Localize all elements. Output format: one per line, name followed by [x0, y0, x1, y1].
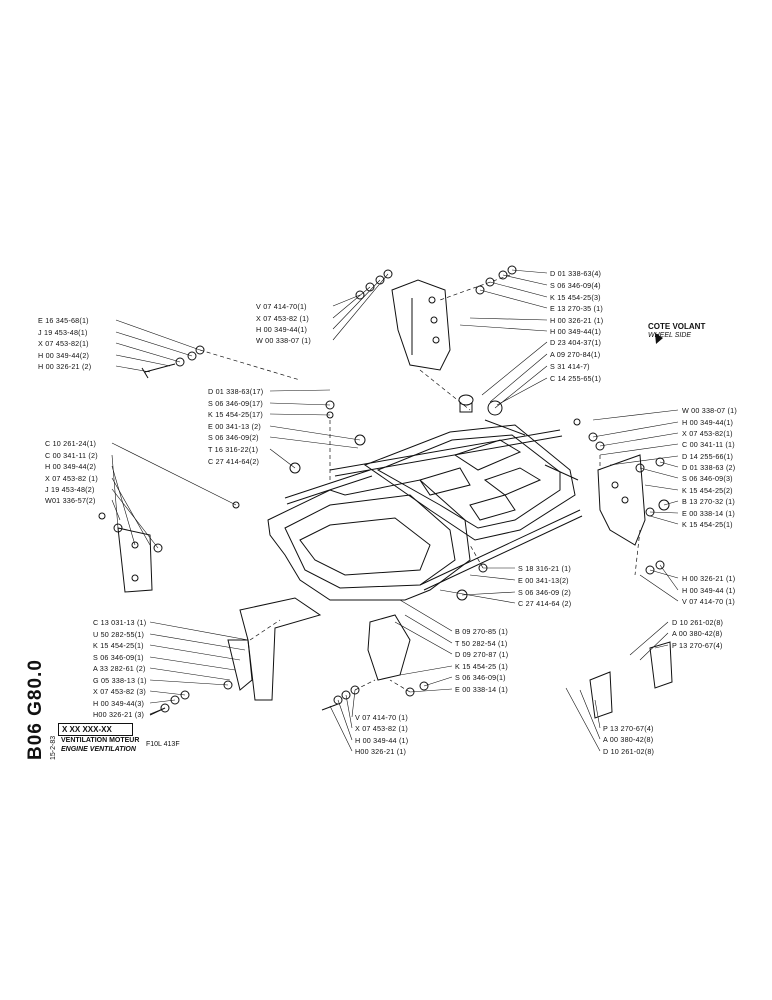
part-label: E 00 338-14 (1): [682, 509, 735, 518]
part-label: B 09 270-85 (1): [455, 627, 508, 636]
model-number: F10L 413F: [146, 741, 180, 748]
part-label: C 14 255-65(1): [550, 374, 602, 383]
part-label: S 06 346-09(2): [208, 433, 259, 442]
part-label: E 16 345-68(1): [38, 316, 89, 325]
part-label: D 10 261-02(8): [672, 618, 724, 627]
part-label: D 14 255-66(1): [682, 452, 734, 461]
part-label: H 00 349-44(3): [93, 699, 145, 708]
part-label: S 18 316-21 (1): [518, 564, 571, 573]
part-label: H 00 326-21 (1): [682, 574, 736, 583]
part-label: H 00 349-44(2): [38, 351, 90, 360]
part-label: S 06 346-09(1): [93, 653, 144, 662]
part-label: X 07 453-82 (1): [355, 724, 408, 733]
part-label: X 07 453-82 (3): [93, 687, 146, 696]
part-label: J 19 453-48(1): [38, 328, 88, 337]
part-label: V 07 414-70(1): [256, 302, 307, 311]
part-label: K 15 454-25(17): [208, 410, 263, 419]
part-label: D 10 261-02(8): [603, 747, 655, 756]
part-label: C 00 341-11 (2): [45, 451, 98, 460]
part-label: X 07 453-82 (1): [256, 314, 309, 323]
part-label: A 33 282-61 (2): [93, 664, 146, 673]
part-label: H 00 326-21 (1): [550, 316, 604, 325]
part-label: U 50 282-55(1): [93, 630, 145, 639]
sheet-code: B06 G80.0: [25, 659, 46, 760]
part-label: C 27 414-64(2): [208, 457, 260, 466]
part-label: H 00 349-44(2): [45, 462, 97, 471]
part-label: S 06 346-09(4): [550, 281, 601, 290]
title-french: VENTILATION MOTEUR: [61, 737, 140, 744]
part-label: E 00 341-13(2): [518, 576, 569, 585]
part-label: C 00 341-11 (1): [682, 440, 735, 449]
part-label: P 13 270-67(4): [672, 641, 723, 650]
part-label: V 07 414-70 (1): [682, 597, 735, 606]
part-label: G 05 338-13 (1): [93, 676, 147, 685]
part-label: H 00 349-44(1): [550, 327, 602, 336]
part-label: D 01 338-63(17): [208, 387, 264, 396]
title-english: ENGINE VENTILATION: [61, 746, 136, 753]
part-label: T 50 282-54 (1): [455, 639, 508, 648]
part-label: J 19 453-48(2): [45, 485, 95, 494]
part-label: V 07 414-70 (1): [355, 713, 408, 722]
part-label: P 13 270-67(4): [603, 724, 654, 733]
part-label: C 27 414-64 (2): [518, 599, 572, 608]
part-label: E 13 270-35 (1): [550, 304, 603, 313]
part-label: S 06 346-09(1): [455, 673, 506, 682]
part-label: K 15 454-25(1): [93, 641, 144, 650]
part-label: D 01 338-63 (2): [682, 463, 736, 472]
part-label: K 15 454-25(2): [682, 486, 733, 495]
part-label: D 01 338-63(4): [550, 269, 602, 278]
part-label: H00 326-21 (1): [355, 747, 407, 756]
part-label: A 00 380-42(8): [603, 735, 654, 744]
part-label: H 00 349-44 (1): [355, 736, 409, 745]
part-label: K 15 454-25 (1): [455, 662, 508, 671]
part-label: S 06 346-09(17): [208, 399, 263, 408]
part-label: A 00 380-42(8): [672, 629, 723, 638]
part-label: W 00 338-07 (1): [256, 336, 311, 345]
part-label: X 07 453-82(1): [38, 339, 89, 348]
part-label: K 15 454-25(3): [550, 293, 601, 302]
part-label: T 16 316-22(1): [208, 445, 259, 454]
part-label: A 09 270-84(1): [550, 350, 601, 359]
part-label: D 09 270-87 (1): [455, 650, 509, 659]
part-label: H 00 349-44 (1): [682, 586, 736, 595]
part-label: S 06 346-09(3): [682, 474, 733, 483]
part-label: H 00 349-44(1): [682, 418, 734, 427]
part-label: S 06 346-09 (2): [518, 588, 571, 597]
part-label: W01 336-57(2): [45, 496, 96, 505]
part-label: H 00 349-44(1): [256, 325, 308, 334]
part-label: S 31 414-7): [550, 362, 590, 371]
part-label: H 00 326-21 (2): [38, 362, 92, 371]
part-label: D 23 404-37(1): [550, 338, 602, 347]
part-label: C 13 031-13 (1): [93, 618, 147, 627]
part-label: X 07 453-82 (1): [45, 474, 98, 483]
part-label: K 15 454-25(1): [682, 520, 733, 529]
title-block: X XX XXX-XX VENTILATION MOTEUR ENGINE VE…: [58, 723, 248, 755]
sheet-date: 15-2-83: [50, 735, 57, 760]
part-label: E 00 338-14 (1): [455, 685, 508, 694]
part-label: C 10 261-24(1): [45, 439, 97, 448]
side-note-english: WHEEL SIDE: [648, 332, 692, 339]
part-label: W 00 338-07 (1): [682, 406, 737, 415]
title-code: X XX XXX-XX: [58, 723, 133, 736]
part-label: X 07 453-82(1): [682, 429, 733, 438]
part-label: E 00 341-13 (2): [208, 422, 261, 431]
part-label: B 13 270-32 (1): [682, 497, 735, 506]
part-label: H00 326-21 (3): [93, 710, 145, 719]
side-note-french: COTE VOLANT: [648, 322, 706, 331]
side-note: COTE VOLANT WHEEL SIDE: [648, 322, 705, 340]
